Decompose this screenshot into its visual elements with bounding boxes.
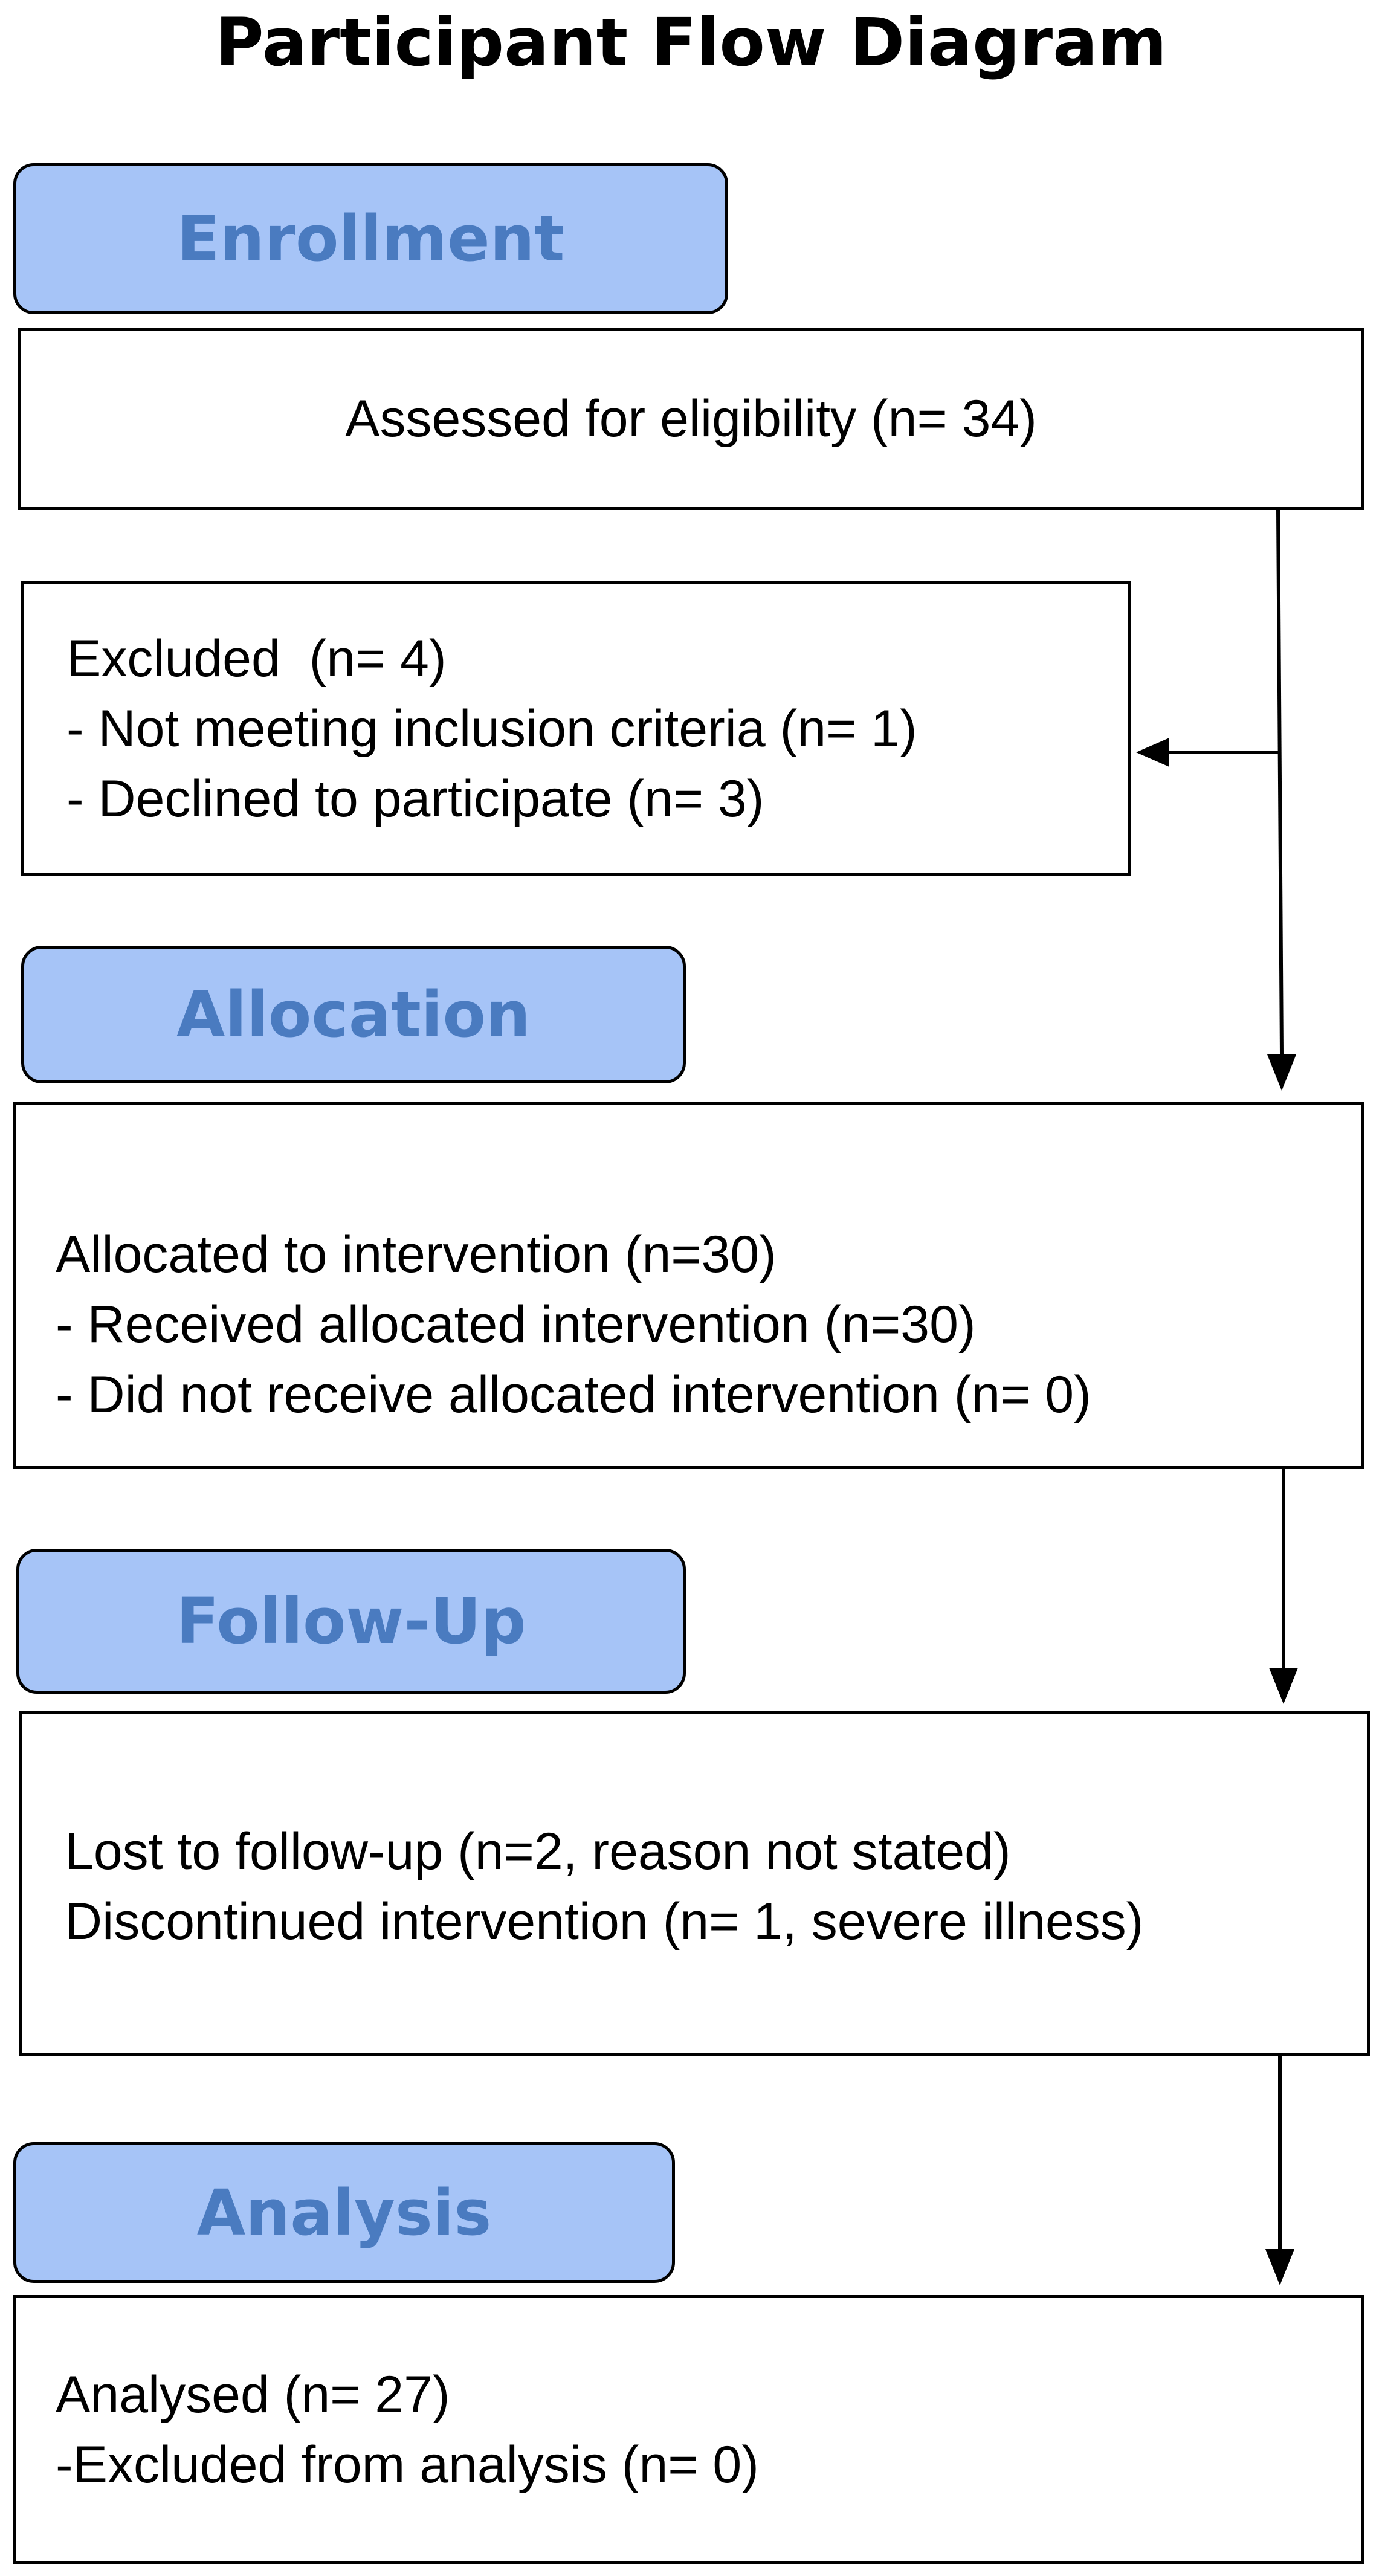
arrowhead-excluded	[1136, 738, 1169, 767]
excluded-line-3: - Declined to participate (n= 3)	[66, 770, 764, 828]
allocated-line-2: - Received allocated intervention (n=30)	[56, 1296, 976, 1354]
excluded-line-2: - Not meeting inclusion criteria (n= 1)	[66, 700, 917, 758]
analysed-line-1: Analysed (n= 27)	[56, 2365, 450, 2424]
box-analysed: Analysed (n= 27) -Excluded from analysis…	[13, 2295, 1364, 2564]
stage-enrollment: Enrollment	[13, 163, 728, 314]
box-assessed-eligibility: Assessed for eligibility (n= 34)	[18, 328, 1364, 510]
followup-line-2: Discontinued intervention (n= 1, severe …	[65, 1893, 1144, 1951]
allocated-line-1: Allocated to intervention (n=30)	[56, 1225, 777, 1283]
stage-followup: Follow-Up	[16, 1549, 686, 1694]
arrowhead-followup	[1269, 1668, 1298, 1704]
allocated-line-3: - Did not receive allocated intervention…	[56, 1366, 1091, 1424]
box-followup: Lost to follow-up (n=2, reason not state…	[19, 1711, 1370, 2056]
diagram-title: Participant Flow Diagram	[215, 4, 1167, 81]
arrowhead-allocation	[1267, 1054, 1296, 1091]
followup-line-1: Lost to follow-up (n=2, reason not state…	[65, 1822, 1011, 1880]
arrowhead-analysis	[1265, 2249, 1294, 2285]
arrow-enrollment-to-allocation	[1276, 509, 1284, 1055]
excluded-line-1: Excluded (n= 4)	[66, 630, 447, 688]
stage-allocation-label: Allocation	[176, 978, 531, 1051]
stage-analysis: Analysis	[13, 2142, 675, 2283]
assessed-text: Assessed for eligibility (n= 34)	[345, 390, 1037, 448]
analysed-line-2: -Excluded from analysis (n= 0)	[56, 2435, 759, 2494]
stage-analysis-label: Analysis	[196, 2175, 492, 2250]
stage-followup-label: Follow-Up	[176, 1584, 526, 1658]
box-excluded: Excluded (n= 4) - Not meeting inclusion …	[21, 581, 1131, 876]
box-allocated: Allocated to intervention (n=30) - Recei…	[13, 1102, 1364, 1469]
stage-enrollment-label: Enrollment	[176, 202, 565, 276]
stage-allocation: Allocation	[21, 946, 686, 1083]
